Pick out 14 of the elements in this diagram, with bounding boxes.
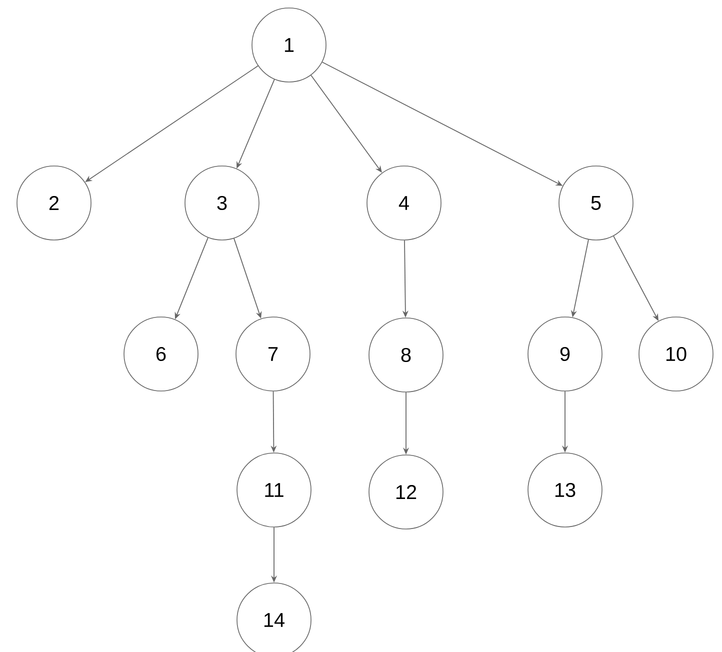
tree-node: 6 <box>124 316 198 392</box>
tree-node: 4 <box>366 166 442 240</box>
tree-node: 2 <box>16 166 92 240</box>
tree-node: 10 <box>638 316 714 392</box>
tree-node: 13 <box>528 452 602 528</box>
tree-node: 7 <box>236 316 310 392</box>
tree-node: 11 <box>236 452 312 528</box>
tree-node: 3 <box>184 166 260 240</box>
tree-node: 1 <box>252 8 326 82</box>
tree-node: 8 <box>368 318 444 392</box>
tree-node: 5 <box>558 166 634 240</box>
tree-node: 12 <box>368 454 444 530</box>
tree-node: 14 <box>236 582 312 652</box>
tree-node: 9 <box>528 316 602 392</box>
